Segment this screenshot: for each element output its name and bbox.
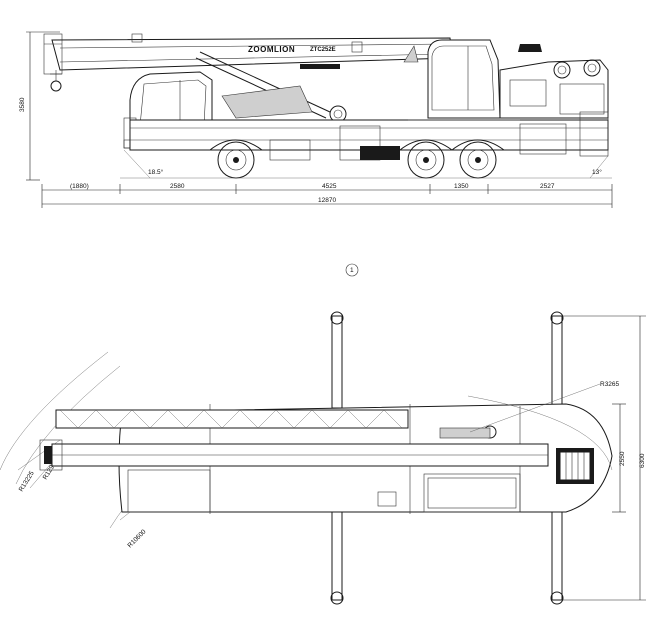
view-marker: 1 — [345, 263, 359, 277]
front-angle-label: 18.5° — [148, 168, 164, 176]
dim-wheelbase: 4525 — [322, 183, 337, 190]
top-dimensions: 2550 6300 — [562, 315, 646, 601]
dim-overhang: (1880) — [70, 183, 89, 190]
chassis — [129, 111, 609, 161]
side-view: ZOOMLION ZTC252E — [19, 31, 613, 208]
radius-a: R13225 — [18, 470, 36, 493]
top-view: R13225 R12986 R10600 — [0, 311, 646, 605]
total-length: 12870 — [318, 197, 336, 204]
view-marker-number: 1 — [350, 267, 354, 274]
boom: ZOOMLION ZTC252E — [43, 33, 453, 123]
outrigger-span: 6300 — [639, 453, 646, 468]
dim-rear-overhang: 2527 — [540, 183, 555, 190]
dim-front-wheelbase: 2580 — [170, 183, 185, 190]
brand-label: ZOOMLION — [248, 45, 295, 54]
length-dimensions: (1880) 2580 4525 1350 2527 12870 — [41, 183, 613, 208]
radius-c: R10600 — [126, 528, 147, 549]
model-label: ZTC252E — [310, 47, 336, 53]
height-value: 3580 — [19, 97, 26, 112]
height-dimension: 3580 — [19, 31, 60, 181]
rear-angle-label: 13° — [592, 168, 602, 176]
dim-tandem: 1350 — [454, 183, 469, 190]
top-boom — [39, 409, 549, 471]
rear-radius: R3265 — [600, 381, 620, 388]
superstructure — [403, 39, 609, 119]
width-value: 2550 — [619, 451, 626, 466]
